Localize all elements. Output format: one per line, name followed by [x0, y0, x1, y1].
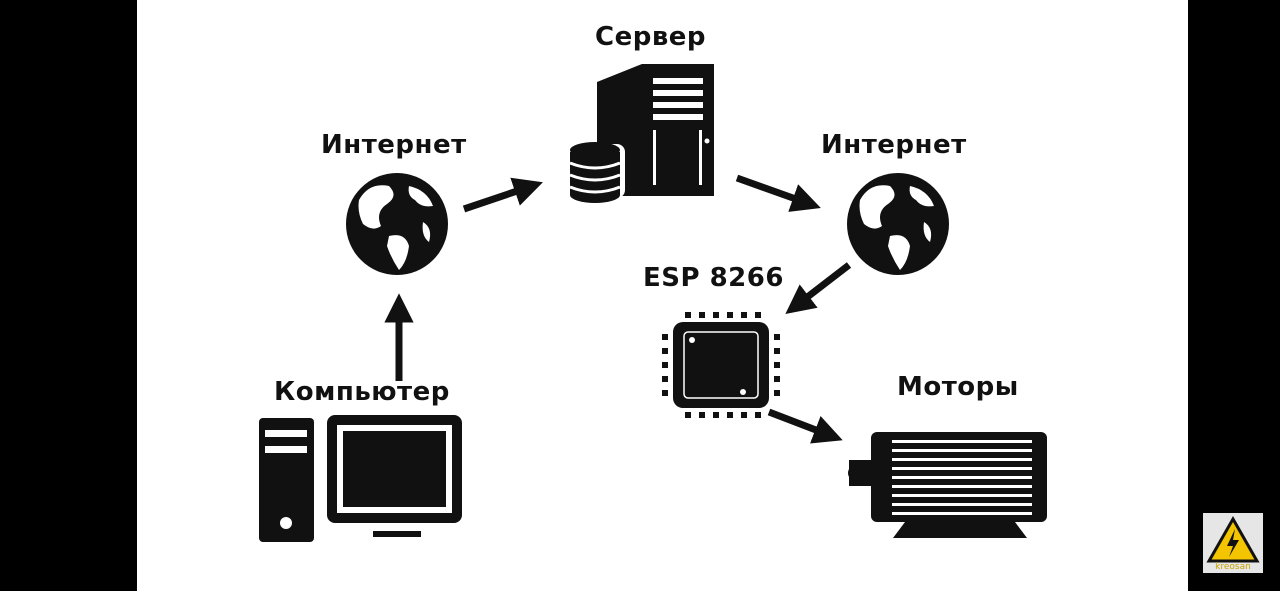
esp-label: ESP 8266 [643, 263, 784, 293]
internet-left-label: Интернет [321, 130, 467, 160]
motor-icon [848, 432, 1047, 538]
channel-watermark: kreosan [1203, 513, 1263, 573]
internet-right-label: Интернет [821, 130, 967, 160]
arrow-server-to-internet [735, 174, 821, 212]
chip-icon [662, 312, 780, 418]
globe-icon [847, 173, 949, 275]
connection-arrows [384, 174, 852, 444]
high-voltage-warning-icon [1206, 515, 1260, 563]
arrow-internet-to-server [462, 177, 543, 213]
computer-icon [259, 415, 462, 542]
computer-label: Компьютер [274, 377, 450, 407]
globe-icon [346, 173, 448, 275]
motors-label: Моторы [897, 372, 1019, 402]
diagram-graphics [259, 64, 1047, 542]
diagram-canvas: Сервер Интернет Интернет ESP 8266 Компью… [137, 0, 1188, 591]
database-icon [565, 142, 625, 203]
arrow-internet-to-esp [785, 262, 852, 314]
arrow-esp-to-motors [767, 408, 843, 444]
watermark-text: kreosan [1215, 562, 1251, 572]
server-label: Сервер [595, 22, 707, 52]
